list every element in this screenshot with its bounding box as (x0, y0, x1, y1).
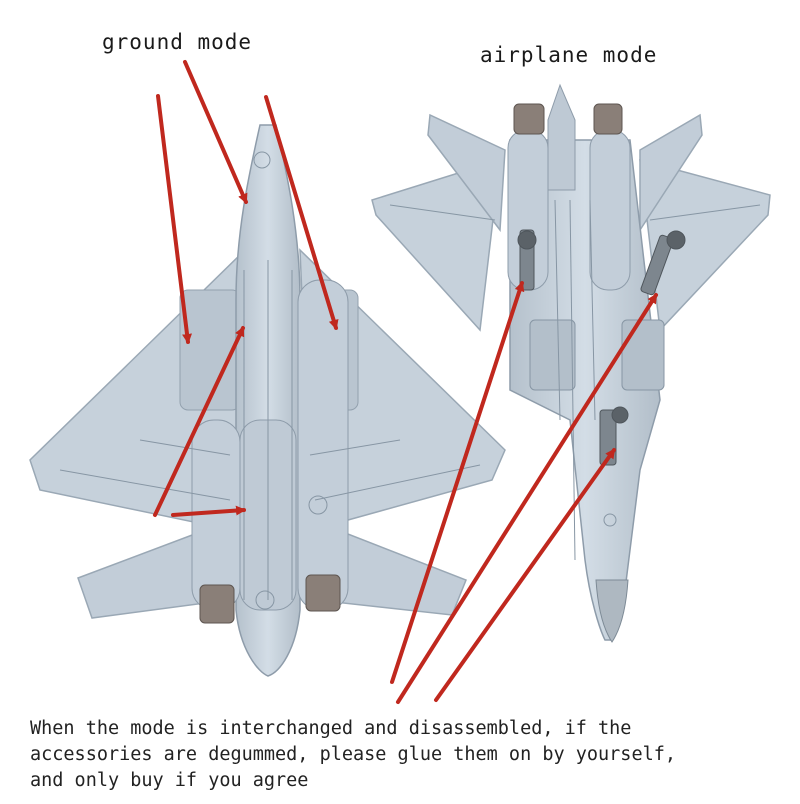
disclaimer-caption: When the mode is interchanged and disass… (30, 716, 790, 794)
air-right-tail (639, 113, 703, 233)
arrow-tail-slot (171, 505, 246, 517)
landing-gear (517, 229, 686, 466)
air-left-tail (427, 113, 506, 233)
ground-mode-label: ground mode (102, 30, 253, 54)
arrow-belly-slot (153, 326, 245, 517)
arrow-right-gear (396, 293, 658, 704)
air-left-nozzle (513, 103, 545, 135)
caption-line-2: accessories are degummed, please glue th… (30, 744, 677, 765)
caption-line-3: and only buy if you agree (30, 770, 309, 791)
arrow-right-intake (264, 95, 339, 330)
annotation-arrows (153, 60, 658, 704)
left-nozzle (199, 584, 235, 624)
arrow-nose-gear (434, 448, 616, 702)
arrow-nose-marker (183, 60, 248, 204)
air-left-wing (371, 158, 501, 332)
air-right-nozzle (593, 103, 623, 135)
arrow-left-gear (390, 281, 525, 684)
caption-line-1: When the mode is interchanged and disass… (30, 718, 632, 739)
right-nozzle (305, 574, 341, 612)
airplane-mode-label: airplane mode (480, 43, 658, 67)
airplane-mode-aircraft (371, 83, 771, 643)
ground-mode-aircraft (29, 124, 506, 677)
arrow-left-intake (156, 94, 192, 344)
